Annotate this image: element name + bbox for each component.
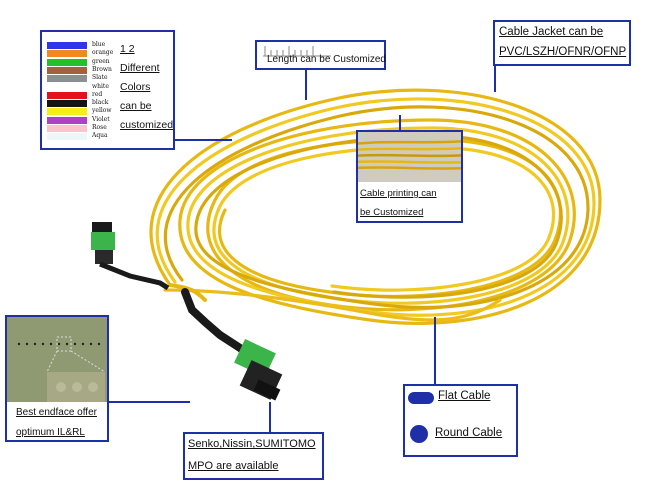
- color-swatch: [47, 100, 87, 108]
- color-swatch: [47, 108, 87, 116]
- color-swatch: [47, 91, 87, 99]
- color-swatch: [47, 116, 87, 124]
- color-swatch-name: Violet: [92, 115, 110, 123]
- color-swatch-name: Slate: [92, 74, 108, 82]
- length-label: Length can be Customized: [267, 54, 386, 65]
- color-swatch-name: orange: [92, 49, 114, 57]
- round-cable-icon: [410, 425, 428, 443]
- color-swatch-name: green: [92, 57, 110, 65]
- ruler-icon: [263, 46, 331, 57]
- mpo-label-line: MPO are available: [188, 460, 279, 472]
- cable-types-callout: Flat Cable Round Cable: [403, 384, 518, 457]
- jacket-callout: Cable Jacket can be PVC/LSZH/OFNR/OFNP: [493, 20, 631, 66]
- color-swatch-name: Brown: [92, 65, 112, 73]
- color-swatch: [47, 42, 87, 49]
- length-callout: Length can be Customized: [255, 40, 386, 70]
- color-swatch: [47, 66, 87, 74]
- round-cable-label: Round Cable: [435, 427, 503, 439]
- colors-note-line: 1 2 Different: [120, 43, 160, 74]
- color-swatch: [47, 125, 87, 132]
- color-swatch: [47, 83, 87, 91]
- color-swatch-name: blue: [92, 41, 106, 48]
- endface-label-line: optimum IL&RL: [16, 427, 85, 438]
- cable-printing-photo: [358, 132, 461, 182]
- colors-note-line: customized: [120, 119, 174, 131]
- jacket-label-line: Cable Jacket can be: [499, 26, 604, 38]
- mpo-brands-callout: Senko,Nissin,SUMITOMO MPO are available: [183, 432, 324, 480]
- colors-note: 1 2 Different Colors can be customized: [120, 40, 175, 135]
- endface-photo: [7, 317, 107, 402]
- color-swatch-name: yellow: [92, 107, 112, 115]
- color-swatch-name: Rose: [92, 124, 107, 131]
- color-swatch: [47, 133, 87, 141]
- color-swatch: [47, 75, 87, 83]
- mpo-connector-bottom: [181, 288, 283, 401]
- colors-note-line: can be: [120, 100, 152, 112]
- leader-lines: [108, 66, 496, 432]
- mpo-connector-top: [91, 222, 170, 291]
- color-swatch: [47, 58, 87, 66]
- flat-cable-label: Flat Cable: [438, 390, 491, 402]
- jacket-label-line: PVC/LSZH/OFNR/OFNP: [499, 46, 627, 58]
- color-swatch-name: black: [92, 99, 109, 107]
- endface-callout: Best endface offer optimum IL&RL: [5, 315, 109, 442]
- color-swatch-name: red: [92, 90, 103, 98]
- color-swatch-name: Aqua: [92, 132, 108, 140]
- color-swatch-name: white: [92, 82, 109, 90]
- endface-label-line: Best endface offer: [16, 407, 97, 418]
- mpo-label-line: Senko,Nissin,SUMITOMO: [188, 438, 316, 450]
- colors-note-line: Colors: [120, 81, 151, 93]
- color-swatch: [47, 50, 87, 58]
- printing-label-line: Cable printing can: [360, 188, 437, 199]
- flat-cable-icon: [408, 392, 434, 404]
- printing-label-line: be Customized: [360, 207, 424, 218]
- printing-callout: Cable printing can be Customized: [356, 130, 463, 223]
